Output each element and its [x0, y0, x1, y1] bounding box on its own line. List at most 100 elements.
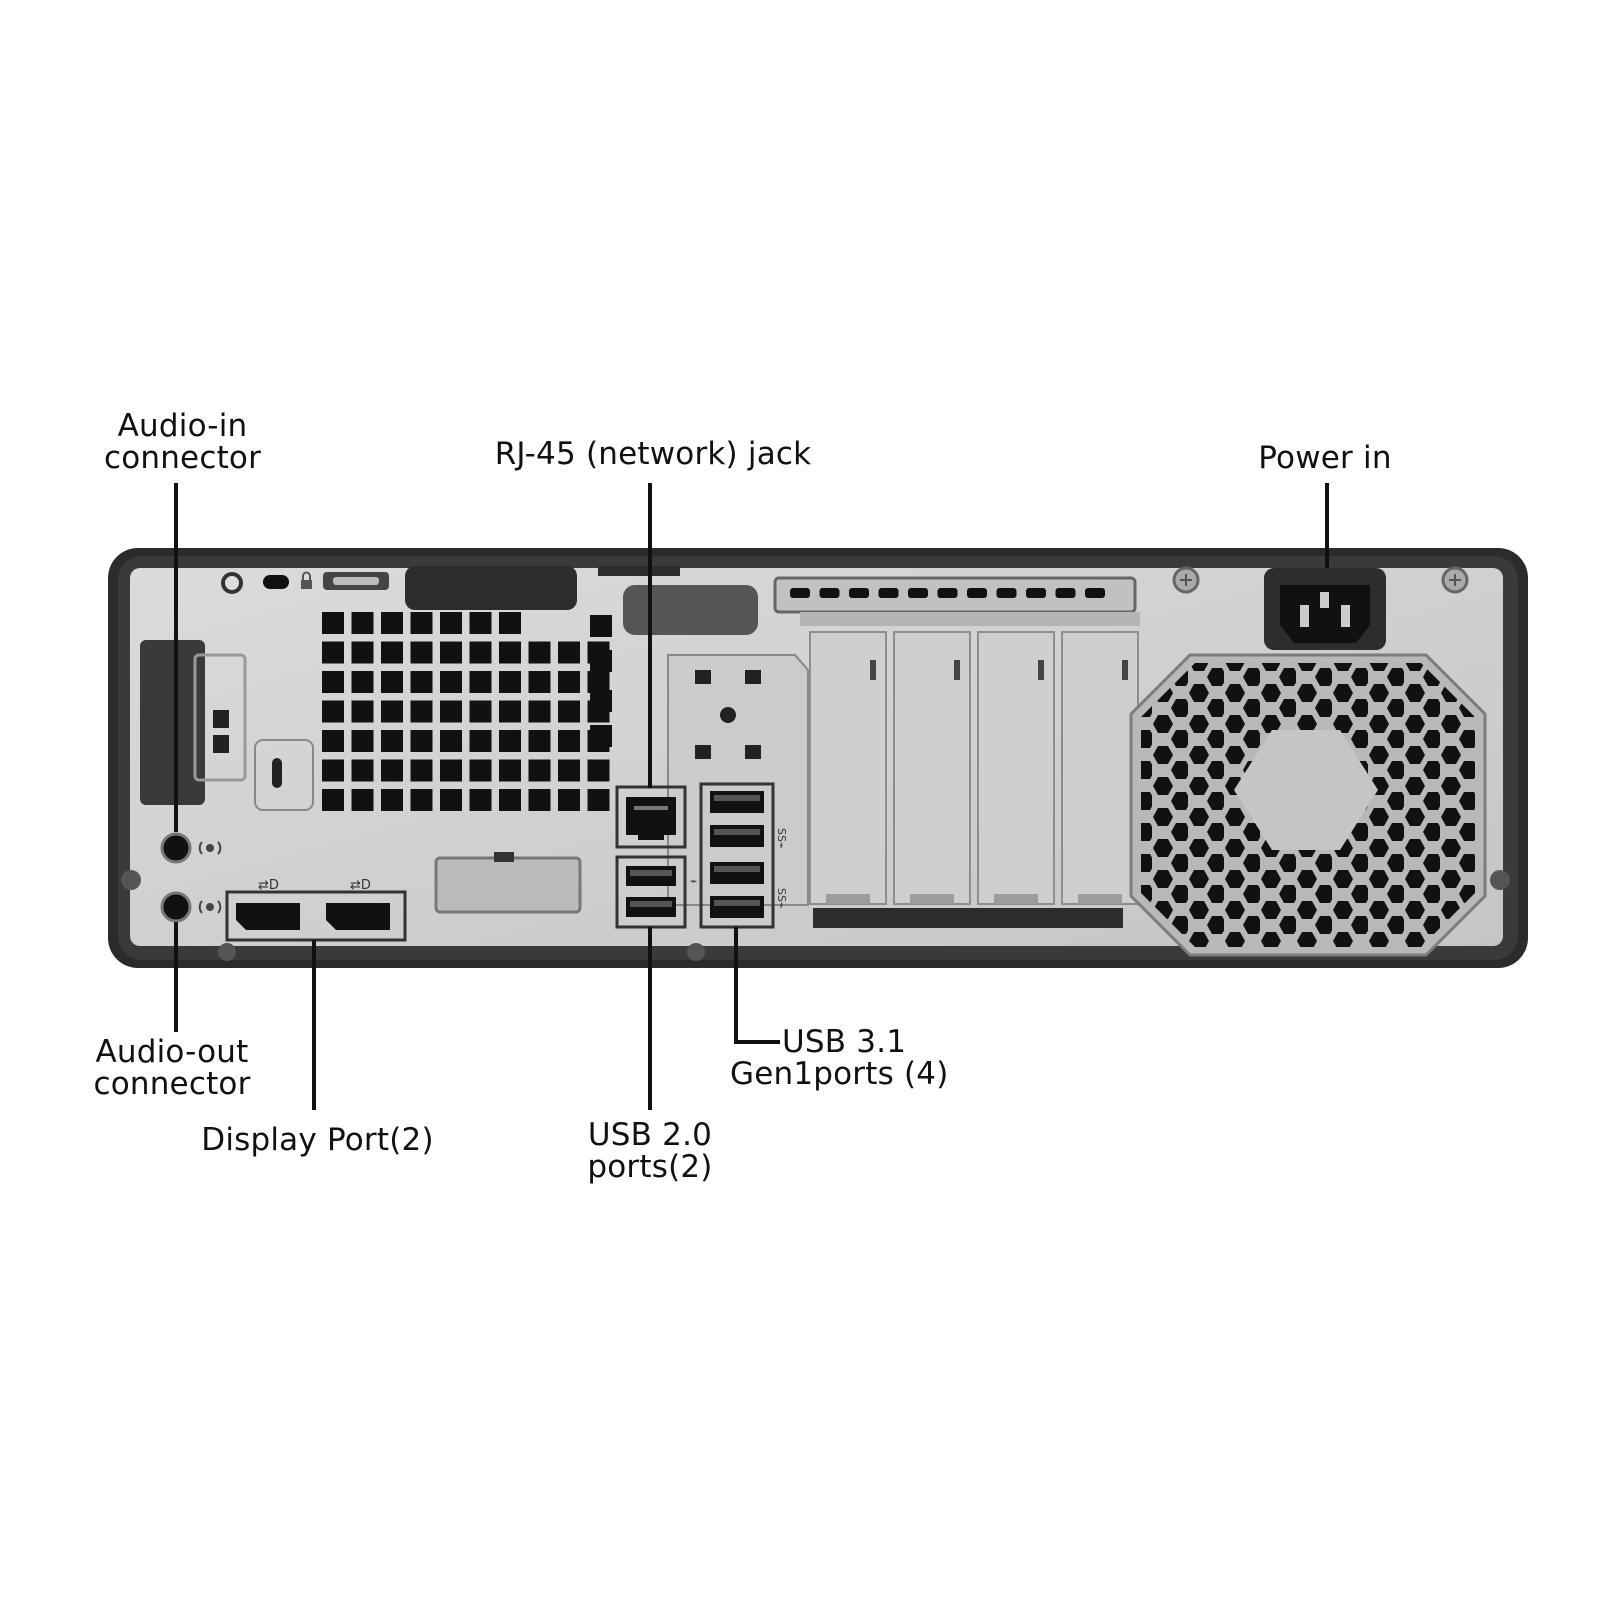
callout-usb31	[734, 927, 780, 1044]
callout-lines	[174, 483, 1329, 1110]
vent-hole	[440, 789, 462, 811]
vent-hole	[558, 671, 580, 693]
label-usb2: USB 2.0 ports(2)	[587, 1117, 713, 1185]
label-audio-in: Audio-in connector	[103, 408, 262, 476]
vent-hole	[410, 759, 433, 782]
release-latch	[623, 585, 758, 635]
vent-hole	[322, 641, 344, 664]
slot-foot	[1078, 894, 1122, 904]
slot-vent-hole	[937, 588, 958, 598]
vent-hole	[440, 641, 462, 664]
vent-hole	[558, 700, 580, 723]
audio-in-jack[interactable]	[160, 832, 192, 864]
left-vent-bracket-frame	[193, 653, 247, 782]
vent-hole	[499, 671, 521, 693]
vent-hole	[351, 612, 374, 634]
usb31-port-1[interactable]	[710, 791, 764, 813]
audio-out-jack[interactable]	[160, 891, 192, 923]
vent-hole	[469, 789, 492, 811]
left-slot-2	[213, 735, 229, 753]
slot-foot	[910, 894, 954, 904]
left-slot-1	[213, 710, 229, 728]
power-inlet[interactable]	[1280, 585, 1370, 643]
displayport-icon: ⇄D	[258, 878, 279, 893]
vent-hole	[322, 730, 344, 752]
vent-hole	[351, 759, 374, 782]
label-power-in: Power in	[1258, 440, 1392, 476]
slot-vent-hole	[1026, 588, 1046, 598]
vent-hole	[499, 789, 521, 811]
vent-hole	[410, 612, 433, 634]
headphone-icon	[198, 900, 222, 914]
vent-hole	[528, 671, 551, 693]
vent-hole	[558, 641, 580, 664]
vent-hole	[440, 700, 462, 723]
slot-vent-hole	[878, 588, 899, 598]
left-bottom-screw	[218, 943, 236, 961]
vent-hole	[469, 612, 492, 634]
fan-hub	[1234, 730, 1378, 850]
slot-vent-hole	[967, 588, 987, 598]
vent-hole	[322, 671, 344, 693]
vent-hole	[351, 700, 374, 723]
microphone-icon	[198, 841, 222, 855]
vent-hole	[381, 759, 403, 782]
displayport-1[interactable]	[236, 903, 300, 930]
slot-base-rail	[813, 908, 1123, 928]
vent-hole	[440, 612, 462, 634]
vent-hole	[469, 700, 492, 723]
expansion-slots	[809, 631, 1139, 905]
vent-hole	[322, 612, 344, 634]
vent-hole	[469, 671, 492, 693]
vent-hole	[410, 730, 433, 752]
top-screw-hole	[221, 572, 243, 594]
vent-hole	[410, 789, 433, 811]
vent-hole	[322, 759, 344, 782]
slot-vent-hole	[819, 588, 840, 598]
vent-hole	[528, 641, 551, 664]
rj45-jack[interactable]	[626, 797, 676, 840]
vent-hole	[469, 641, 492, 664]
top-tab	[598, 566, 680, 576]
vent-hole	[499, 759, 521, 782]
usb31-port-4[interactable]	[710, 896, 764, 918]
vent-hole	[381, 789, 403, 811]
vent-hole	[587, 671, 610, 693]
displayport-icon: ⇄D	[350, 878, 371, 893]
displayport-2[interactable]	[326, 903, 390, 930]
vent-hole	[590, 690, 612, 712]
slot-foot	[994, 894, 1038, 904]
usb31-port-2[interactable]	[710, 825, 764, 847]
vent-hole	[351, 671, 374, 693]
mid-bottom-screw	[687, 943, 705, 961]
vent-hole	[381, 700, 403, 723]
vent-hole	[469, 730, 492, 752]
slot-vent-hole	[849, 588, 869, 598]
vent-hole	[528, 730, 551, 752]
slot-vent-hole	[908, 588, 928, 598]
vent-hole	[528, 789, 551, 811]
vent-hole	[322, 700, 344, 723]
vent-hole	[590, 615, 612, 637]
usb-ss-icon: SS⌁	[775, 828, 788, 849]
vent-grid	[322, 612, 612, 811]
slot-foot	[826, 894, 870, 904]
vent-hole	[528, 759, 551, 782]
vent-hole	[499, 641, 521, 664]
slot-tab	[1038, 660, 1044, 680]
kensington-lock-slot	[263, 575, 289, 589]
vent-hole	[528, 700, 551, 723]
chassis-right-knob	[1490, 870, 1510, 890]
vent-hole	[351, 641, 374, 664]
label-rj45: RJ-45 (network) jack	[494, 436, 812, 472]
slot-vent-hole	[996, 588, 1017, 598]
vent-hole	[587, 759, 610, 782]
vent-hole	[410, 641, 433, 664]
usb31-port-3[interactable]	[710, 862, 764, 884]
vent-hole	[558, 730, 580, 752]
left-vent-bracket	[140, 640, 205, 805]
vent-hole	[590, 725, 612, 747]
vent-hole	[558, 759, 580, 782]
